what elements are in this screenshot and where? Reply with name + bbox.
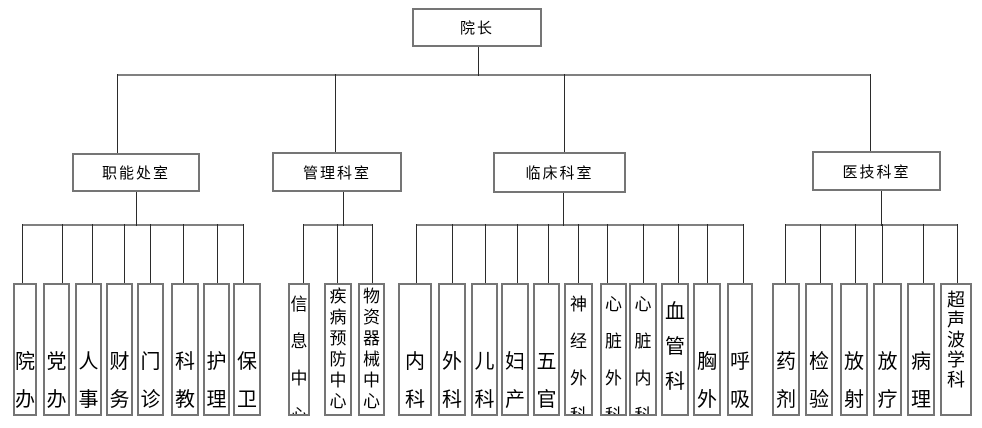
org-leaf-node: 儿科 <box>471 283 498 416</box>
org-leaf-node: 外科 <box>438 283 466 416</box>
org-node-label: 临床科室 <box>525 165 594 182</box>
org-node-label: 管理科室 <box>302 164 371 182</box>
org-leaf-label: 内科 <box>405 351 425 411</box>
org-leaf-node: 内科 <box>398 283 432 416</box>
org-node-medtech-depts: 医技科室 <box>812 151 941 191</box>
org-leaf-node: 疾病预防中心 <box>324 283 352 416</box>
org-leaf-node: 物资器械中心 <box>358 283 385 416</box>
org-leaf-label: 科教 <box>175 351 195 411</box>
org-node-label: 院长 <box>459 20 494 37</box>
org-leaf-label: 检验 <box>809 351 829 411</box>
org-leaf-node: 财务 <box>106 283 133 416</box>
org-leaf-label: 超声波学科 <box>947 290 965 390</box>
org-leaf-label: 妇产 <box>505 351 525 411</box>
org-leaf-label: 血管科 <box>665 301 685 393</box>
org-node-director: 院长 <box>412 8 542 47</box>
org-leaf-label: 放疗 <box>877 351 898 411</box>
org-leaf-label: 心脏内科 <box>634 295 652 416</box>
org-leaf-node: 放射 <box>840 283 868 416</box>
org-leaf-label: 保卫 <box>237 351 257 411</box>
org-leaf-node: 检验 <box>805 283 833 416</box>
org-leaf-node: 病理 <box>907 283 935 416</box>
org-leaf-label: 人事 <box>78 351 99 411</box>
org-leaf-label: 财务 <box>109 351 130 411</box>
org-node-clinical-depts: 临床科室 <box>493 152 626 193</box>
org-leaf-label: 门诊 <box>140 351 161 411</box>
org-leaf-node: 保卫 <box>233 283 261 416</box>
org-leaf-node: 科教 <box>171 283 199 416</box>
org-leaf-label: 放射 <box>844 351 864 411</box>
org-leaf-node: 妇产 <box>501 283 529 416</box>
org-leaf-node: 胸外 <box>693 283 721 416</box>
org-leaf-label: 病理 <box>911 351 931 411</box>
org-leaf-label: 物资器械中心 <box>363 287 380 411</box>
org-leaf-label: 五官 <box>536 351 557 411</box>
org-leaf-label: 院办 <box>15 351 35 411</box>
org-node-label: 职能处室 <box>101 165 170 182</box>
org-node-management-depts: 管理科室 <box>272 152 402 192</box>
org-leaf-node: 药剂 <box>772 283 800 416</box>
org-leaf-label: 信息中心 <box>290 295 308 416</box>
org-leaf-label: 药剂 <box>776 351 796 411</box>
org-leaf-label: 党办 <box>46 351 67 411</box>
org-node-label: 医技科室 <box>842 163 911 181</box>
org-leaf-node: 门诊 <box>137 283 164 416</box>
org-leaf-node: 护理 <box>203 283 230 416</box>
org-leaf-node: 院办 <box>13 283 37 416</box>
org-leaf-label: 疾病预防中心 <box>329 287 347 411</box>
org-leaf-node: 放疗 <box>873 283 902 416</box>
org-leaf-label: 护理 <box>206 351 227 411</box>
org-node-functional-offices: 职能处室 <box>72 153 200 192</box>
org-leaf-node: 超声波学科 <box>940 283 972 416</box>
org-leaf-node: 党办 <box>43 283 70 416</box>
org-leaf-node: 呼吸 <box>727 283 753 416</box>
org-leaf-label: 胸外 <box>697 351 717 411</box>
org-leaf-label: 呼吸 <box>730 351 750 411</box>
org-leaf-node: 血管科 <box>661 283 689 416</box>
org-leaf-node: 人事 <box>75 283 102 416</box>
org-leaf-node: 神经外科 <box>564 283 593 416</box>
org-leaf-node: 信息中心 <box>288 283 310 416</box>
org-leaf-node: 五官 <box>533 283 560 416</box>
org-leaf-node: 心脏外科 <box>600 283 627 416</box>
org-leaf-node: 心脏内科 <box>629 283 657 416</box>
org-leaf-label: 外科 <box>442 351 462 411</box>
org-leaf-label: 心脏外科 <box>605 295 622 416</box>
org-leaf-label: 神经外科 <box>570 295 587 416</box>
org-leaf-label: 儿科 <box>474 351 495 411</box>
